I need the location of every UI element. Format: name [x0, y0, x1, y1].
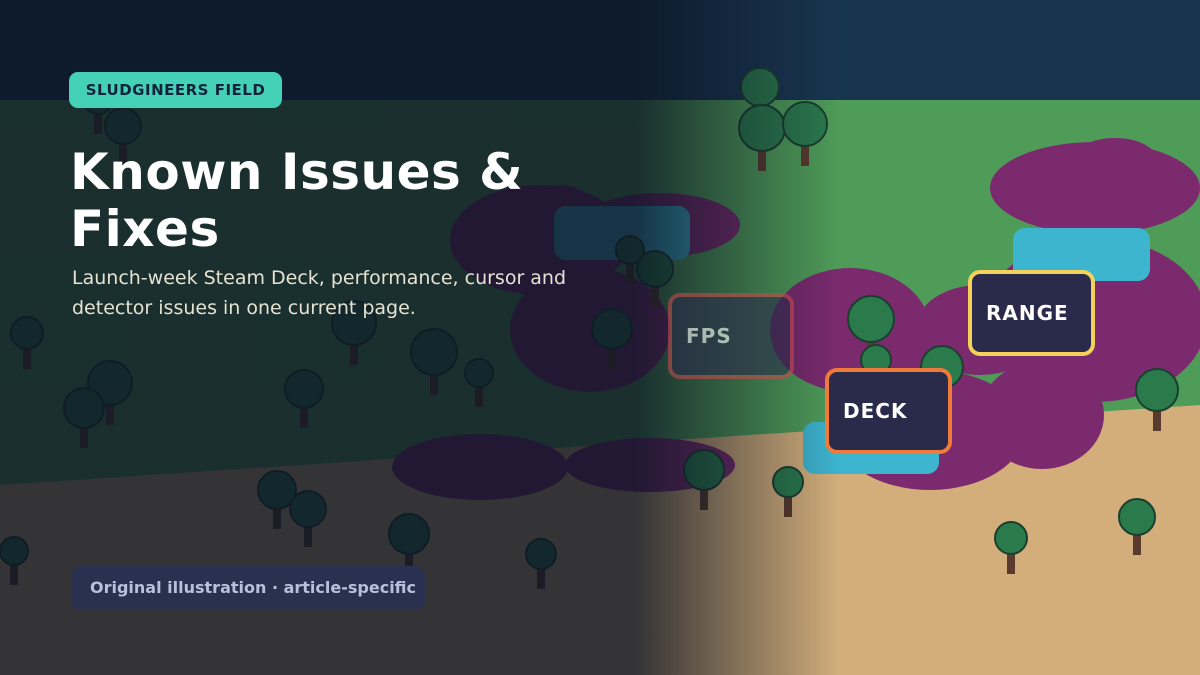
marker-deck: DECK	[825, 368, 952, 454]
marker-label: FPS	[686, 324, 732, 348]
page-title: Known Issues & Fixes	[70, 143, 524, 258]
illustration-credit: Original illustration · article-specific	[71, 566, 425, 610]
category-badge: SLUDGINEERS FIELD	[69, 72, 282, 108]
marker-fps: FPS	[668, 293, 794, 379]
marker-label: RANGE	[986, 301, 1069, 325]
marker-range: RANGE	[968, 270, 1095, 356]
marker-label: DECK	[843, 399, 908, 423]
field-markers: FPS DECK RANGE	[668, 270, 1095, 454]
page-subtitle: Launch-week Steam Deck, performance, cur…	[72, 267, 567, 319]
